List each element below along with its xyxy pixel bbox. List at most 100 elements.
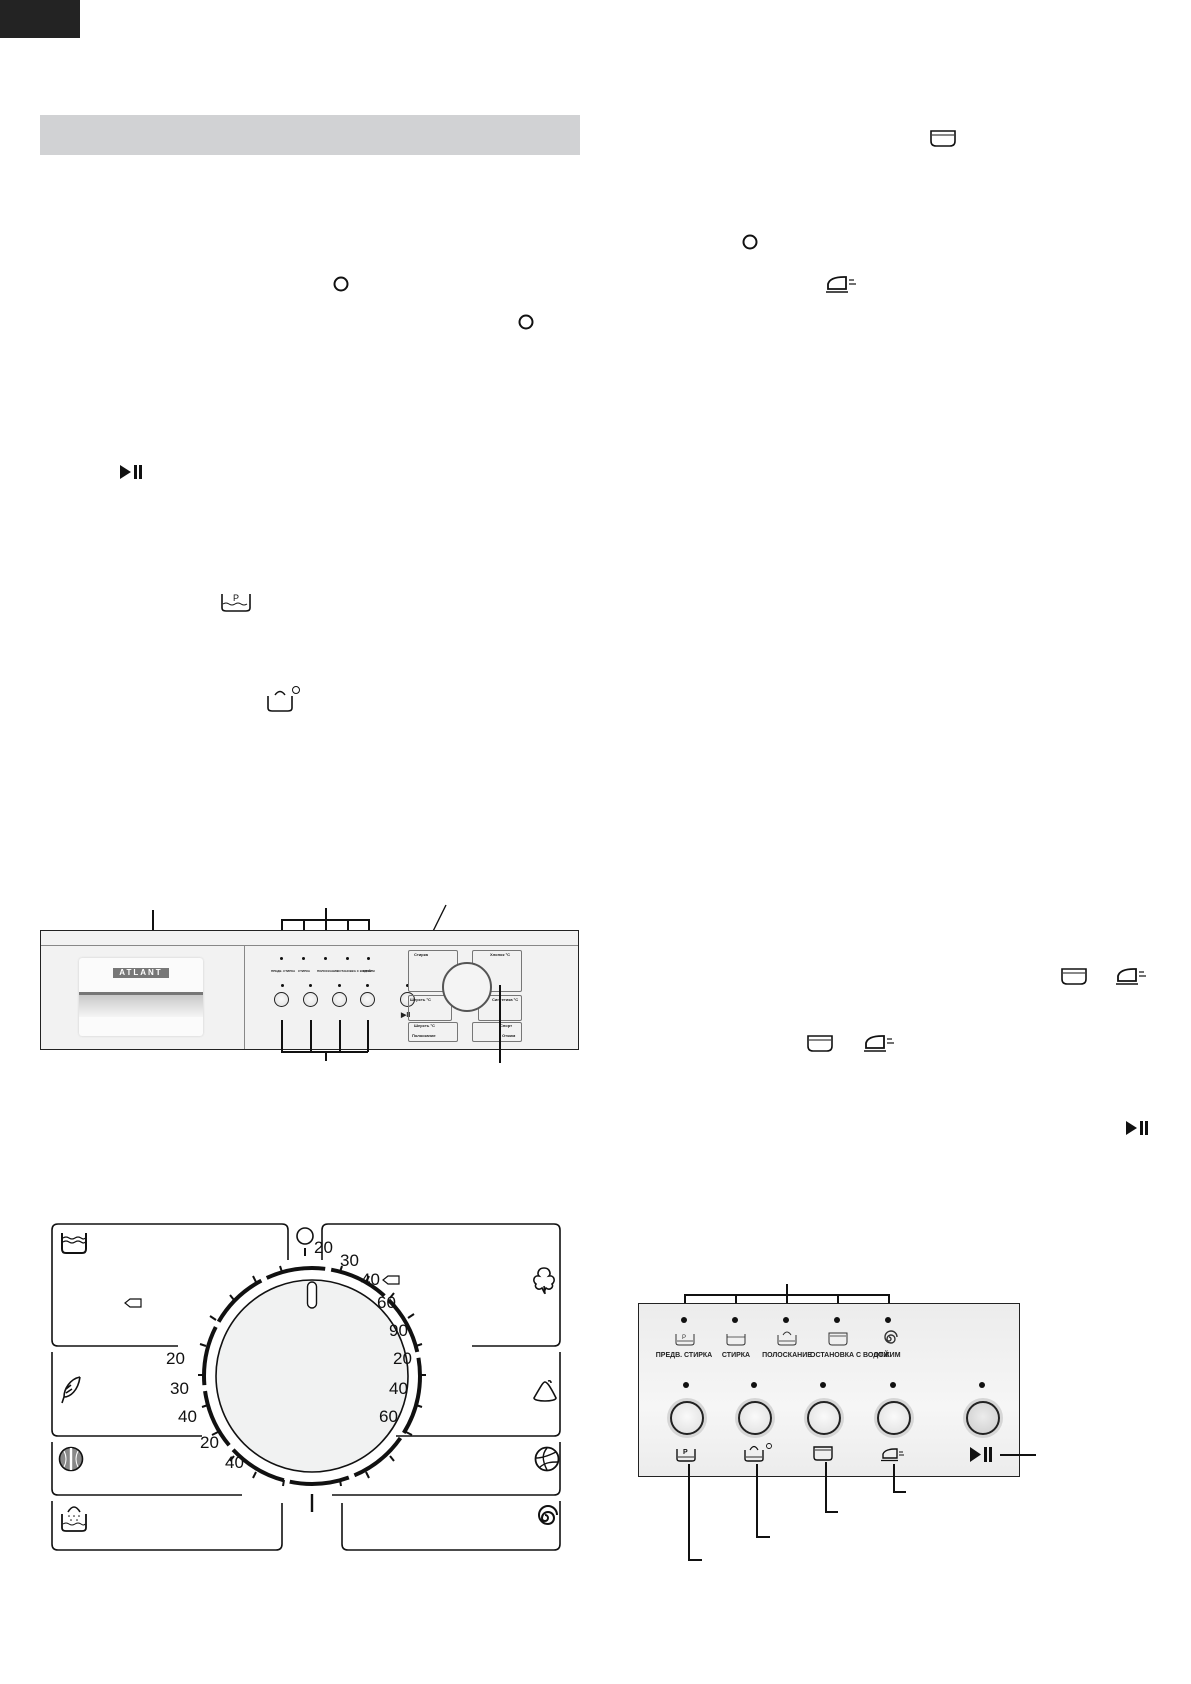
- indicator-label: ПОЛОСКАНИЕ: [317, 969, 339, 973]
- stop-with-water-icon: [1061, 968, 1087, 985]
- button-led: [683, 1382, 689, 1388]
- brand-logo: ATLANT: [113, 968, 169, 978]
- stop-with-water-icon: [930, 130, 956, 147]
- power-circle-icon: [742, 234, 758, 250]
- indicator-label: ОТЖИМ: [363, 969, 375, 973]
- easy-iron-button[interactable]: [360, 992, 375, 1007]
- dial-label: Полоскание: [412, 1033, 436, 1038]
- dial-label: Шерсть °C: [414, 1023, 435, 1028]
- stop-with-water-icon: [807, 1035, 833, 1052]
- power-circle-icon: [333, 276, 349, 292]
- indicator-led: [834, 1317, 840, 1323]
- callout-line: [1000, 1454, 1036, 1456]
- callout-line: [893, 1464, 895, 1492]
- cotton-temp-90: 90: [389, 1321, 408, 1340]
- stop-with-water-icon: [813, 1446, 833, 1461]
- stop-with-water-button[interactable]: [807, 1401, 841, 1435]
- rinse-plus-button[interactable]: [738, 1401, 772, 1435]
- synthetics-temp-40: 40: [389, 1379, 408, 1398]
- callout-line: [281, 919, 368, 921]
- rinse-icon: [61, 1506, 87, 1532]
- indicator-label-spin: ОТЖИМ: [873, 1352, 901, 1359]
- callout-line: [825, 1511, 838, 1513]
- program-dial-diagram: 20 30 40 60 90 20 40 60 20 30 40 20 40: [50, 1220, 561, 1555]
- delicates-temp-40: 40: [178, 1407, 197, 1426]
- wash-indicator-icon: [726, 1334, 746, 1346]
- cotton-temp-30: 30: [340, 1251, 359, 1270]
- eco-tag-icon: [382, 1275, 400, 1285]
- callout-line: [325, 908, 327, 920]
- easy-iron-icon: [826, 276, 856, 293]
- callout-line: [756, 1536, 770, 1538]
- button-led: [890, 1382, 896, 1388]
- easy-iron-icon: [881, 1448, 904, 1462]
- rinse-indicator-icon: [777, 1331, 797, 1346]
- start-pause-label: ▶II: [401, 1012, 411, 1019]
- detergent-drawer[interactable]: ATLANT: [79, 958, 203, 1036]
- delicates-temp-20: 20: [166, 1349, 185, 1368]
- indicator-led: [885, 1317, 891, 1323]
- dial-label: Хлопок °C: [490, 952, 511, 957]
- svg-text:P: P: [233, 593, 239, 603]
- delicates-temp-30: 30: [170, 1379, 189, 1398]
- start-pause-icon: [1126, 1121, 1148, 1135]
- sport-ball-icon: [534, 1446, 560, 1472]
- easy-iron-icon: [864, 1035, 894, 1052]
- eco-tag-icon: [124, 1298, 142, 1308]
- prewash-indicator-icon: P: [675, 1334, 695, 1346]
- control-panel-body: [638, 1303, 1020, 1477]
- indicator-label: ОСТАНОВКА С ВОДОЙ: [337, 969, 371, 973]
- stop-with-water-indicator-icon: [828, 1332, 848, 1346]
- indicator-led: [681, 1317, 687, 1323]
- section-header-bar: [40, 115, 580, 155]
- callout-line: [893, 1491, 906, 1493]
- stop-with-water-button[interactable]: [332, 992, 347, 1007]
- mini-program-dial[interactable]: Стирка Хлопок °C Шерсть °C Синтетика °C …: [408, 950, 522, 1042]
- indicator-label: СТИРКА: [298, 969, 311, 973]
- indicator-label-stop-with-water: ОСТАНОВКА С ВОДОЙ: [810, 1352, 889, 1359]
- indicator-label-prewash: ПРЕДВ. СТИРКА: [655, 1352, 713, 1359]
- prewash-button[interactable]: [274, 992, 289, 1007]
- dial-label: Стирка: [414, 952, 428, 957]
- indicator-label: ПРЕДВ. СТИРКА: [271, 969, 296, 973]
- dial-frame-lines: [51, 1223, 561, 1551]
- svg-text:P: P: [682, 1335, 686, 1341]
- callout-line: [688, 1464, 690, 1559]
- spin-icon: [538, 1505, 558, 1526]
- front-panel-body: ATLANT ПРЕДВ. СТИРКА СТИРКА ПОЛОСКАНИЕ О…: [40, 930, 579, 1050]
- start-pause-button[interactable]: [966, 1401, 1000, 1435]
- start-pause-icon: [120, 465, 142, 479]
- dial-label: Отжим: [502, 1033, 516, 1038]
- synthetics-temp-60: 60: [379, 1407, 398, 1426]
- indicator-label-wash: СТИРКА: [721, 1352, 751, 1359]
- rinse-plus-button[interactable]: [303, 992, 318, 1007]
- button-led: [751, 1382, 757, 1388]
- start-pause-icon: [970, 1447, 992, 1462]
- cotton-icon: [533, 1267, 555, 1295]
- wool-icon: [58, 1446, 84, 1472]
- rinse-plus-icon: [267, 686, 300, 712]
- dial-label: Шерсть °C: [410, 997, 431, 1002]
- prewash-button[interactable]: [670, 1401, 704, 1435]
- wool-temp-40: 40: [225, 1453, 244, 1472]
- indicator-label-rinse: ПОЛОСКАНИЕ: [762, 1352, 812, 1359]
- button-led: [820, 1382, 826, 1388]
- power-circle-icon: [518, 314, 534, 330]
- spin-indicator-icon: [884, 1330, 898, 1344]
- easy-iron-button[interactable]: [877, 1401, 911, 1435]
- synthetics-temp-20: 20: [393, 1349, 412, 1368]
- indicator-led: [732, 1317, 738, 1323]
- rinse-plus-icon: [744, 1443, 772, 1462]
- cotton-temp-40: 40: [361, 1270, 380, 1289]
- synthetics-icon: [533, 1379, 557, 1402]
- page-corner-tab: [0, 0, 80, 38]
- cotton-temp-20: 20: [314, 1238, 333, 1257]
- indicator-led: [783, 1317, 789, 1323]
- svg-text:P: P: [683, 1449, 688, 1456]
- feather-icon: [61, 1376, 81, 1404]
- button-led: [979, 1382, 985, 1388]
- callout-line: [688, 1559, 702, 1561]
- dial-label: Спорт: [500, 1023, 513, 1028]
- callout-line: [825, 1462, 827, 1512]
- prewash-icon: P: [221, 593, 251, 612]
